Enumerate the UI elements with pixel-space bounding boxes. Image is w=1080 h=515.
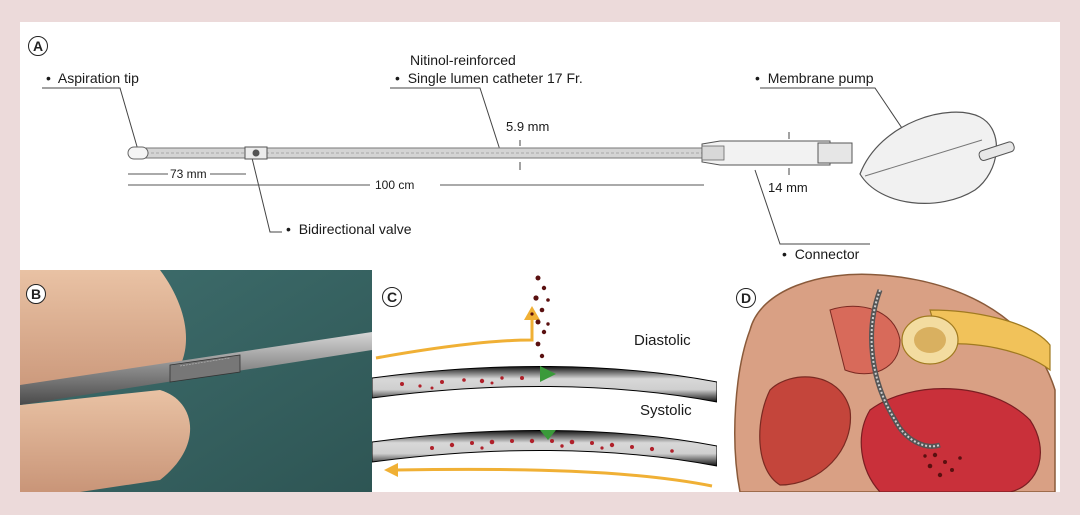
aspiration-flow-arrow [375,318,534,360]
flow-diagram [372,275,717,488]
systolic-tube [372,429,717,467]
panel-c-letter: C [382,287,402,307]
aspiration-tip [127,146,149,160]
valve-leader [251,157,282,233]
right-ventricle [759,376,852,486]
figure-frame: A [20,22,1060,492]
catheter-photo [20,270,372,492]
ejected-particles [530,275,550,359]
systolic-blood [430,438,674,453]
left-atrium [829,305,901,375]
catheter-diameter-dimension: 5.9 mm [506,119,550,134]
left-ventricle [860,388,1041,492]
diastolic-tube [372,365,717,403]
connector-label: • Connector [782,246,860,262]
systolic-label: Systolic [640,402,692,419]
catheter-valve-section [169,354,241,383]
heart-illustration [730,270,1060,492]
single-lumen-label: • Single lumen catheter 17 Fr. [395,70,583,86]
return-flow-arrow [395,467,713,488]
diastolic-valve [540,366,556,382]
valve-dot [252,149,260,157]
systolic-valve [540,430,556,440]
bidirectional-valve-label: • Bidirectional valve [286,221,412,237]
diastolic-label: Diastolic [634,332,691,349]
pump-outlet [978,141,1015,161]
aorta [929,309,1051,372]
membrane-pump-leader [760,87,911,141]
panel-a-letter: A [28,36,48,56]
aspiration-tip-leader [42,87,139,151]
panel-b-letter: B [26,284,46,304]
aspirated-particles [923,452,962,478]
panel-d-letter: D [736,288,756,308]
catheter-leader [390,87,501,151]
aspiration-tip-label: • Aspiration tip [46,70,139,86]
finger-lower [20,390,191,492]
diastolic-blood [400,376,524,390]
catheter-schematic [42,87,1015,245]
connector-leader [754,169,870,245]
connector [701,140,831,166]
membrane-pump-label: • Membrane pump [755,70,874,86]
catheter-length-dimension: 100 cm [375,178,415,192]
membrane-pump [859,111,998,204]
tip-length-dimension: 73 mm [170,167,207,181]
nitinol-label: Nitinol-reinforced [410,52,516,68]
connector-diameter-dimension: 14 mm [768,180,808,195]
